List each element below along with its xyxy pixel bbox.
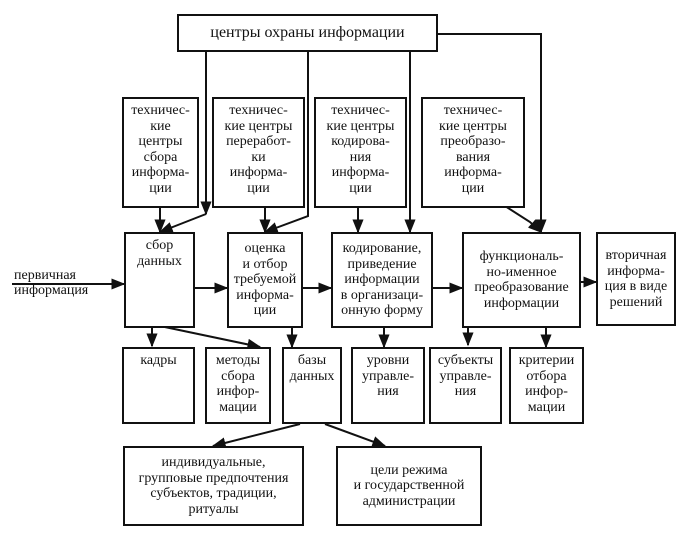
- connector-header-to-transform: [438, 33, 547, 234]
- databases-box: базы данных: [282, 347, 342, 424]
- evaluation-selection-box: оценка и отбор требуемой информа- ции: [227, 232, 303, 328]
- connector-databases-to-preferences: [211, 423, 301, 449]
- protection-centers-box: центры охраны информации: [177, 14, 438, 52]
- control-subjects-box: субъекты управле- ния: [429, 347, 502, 424]
- data-collection-box: сбор данных: [124, 232, 195, 328]
- tech-centers-collection-box: техничес- кие центры сбора информа- ции: [122, 97, 199, 208]
- functional-transform-box: функциональ- но-именное преобразование и…: [462, 232, 581, 328]
- connector-header-to-evaluation: [263, 50, 309, 233]
- tech-centers-coding-box: техничес- кие центры кодирова- ния инфор…: [314, 97, 407, 208]
- preferences-box: индивидуальные, групповые предпочтения с…: [123, 446, 304, 526]
- coding-box: кодирование, приведение информации в орг…: [331, 232, 433, 328]
- connector-databases-to-goals: [324, 423, 387, 447]
- primary-info-label: первичная информация: [14, 268, 89, 298]
- connector-tech4-down: [504, 205, 543, 233]
- tech-centers-transform-box: техничес- кие центры преобразо- вания ин…: [421, 97, 525, 208]
- regime-goals-box: цели режима и государственной администра…: [336, 446, 482, 526]
- staff-box: кадры: [122, 347, 195, 424]
- methods-box: методы сбора инфор- мации: [205, 347, 271, 424]
- selection-criteria-box: критерии отбора инфор- мации: [509, 347, 584, 424]
- connector-header-to-collection: [158, 213, 207, 233]
- tech-centers-processing-box: техничес- кие центры переработ- ки инфор…: [212, 97, 305, 208]
- control-levels-box: уровни управле- ния: [351, 347, 425, 424]
- secondary-info-box: вторичная информа- ция в виде решений: [596, 232, 676, 326]
- connector-collection-to-methods: [159, 325, 262, 350]
